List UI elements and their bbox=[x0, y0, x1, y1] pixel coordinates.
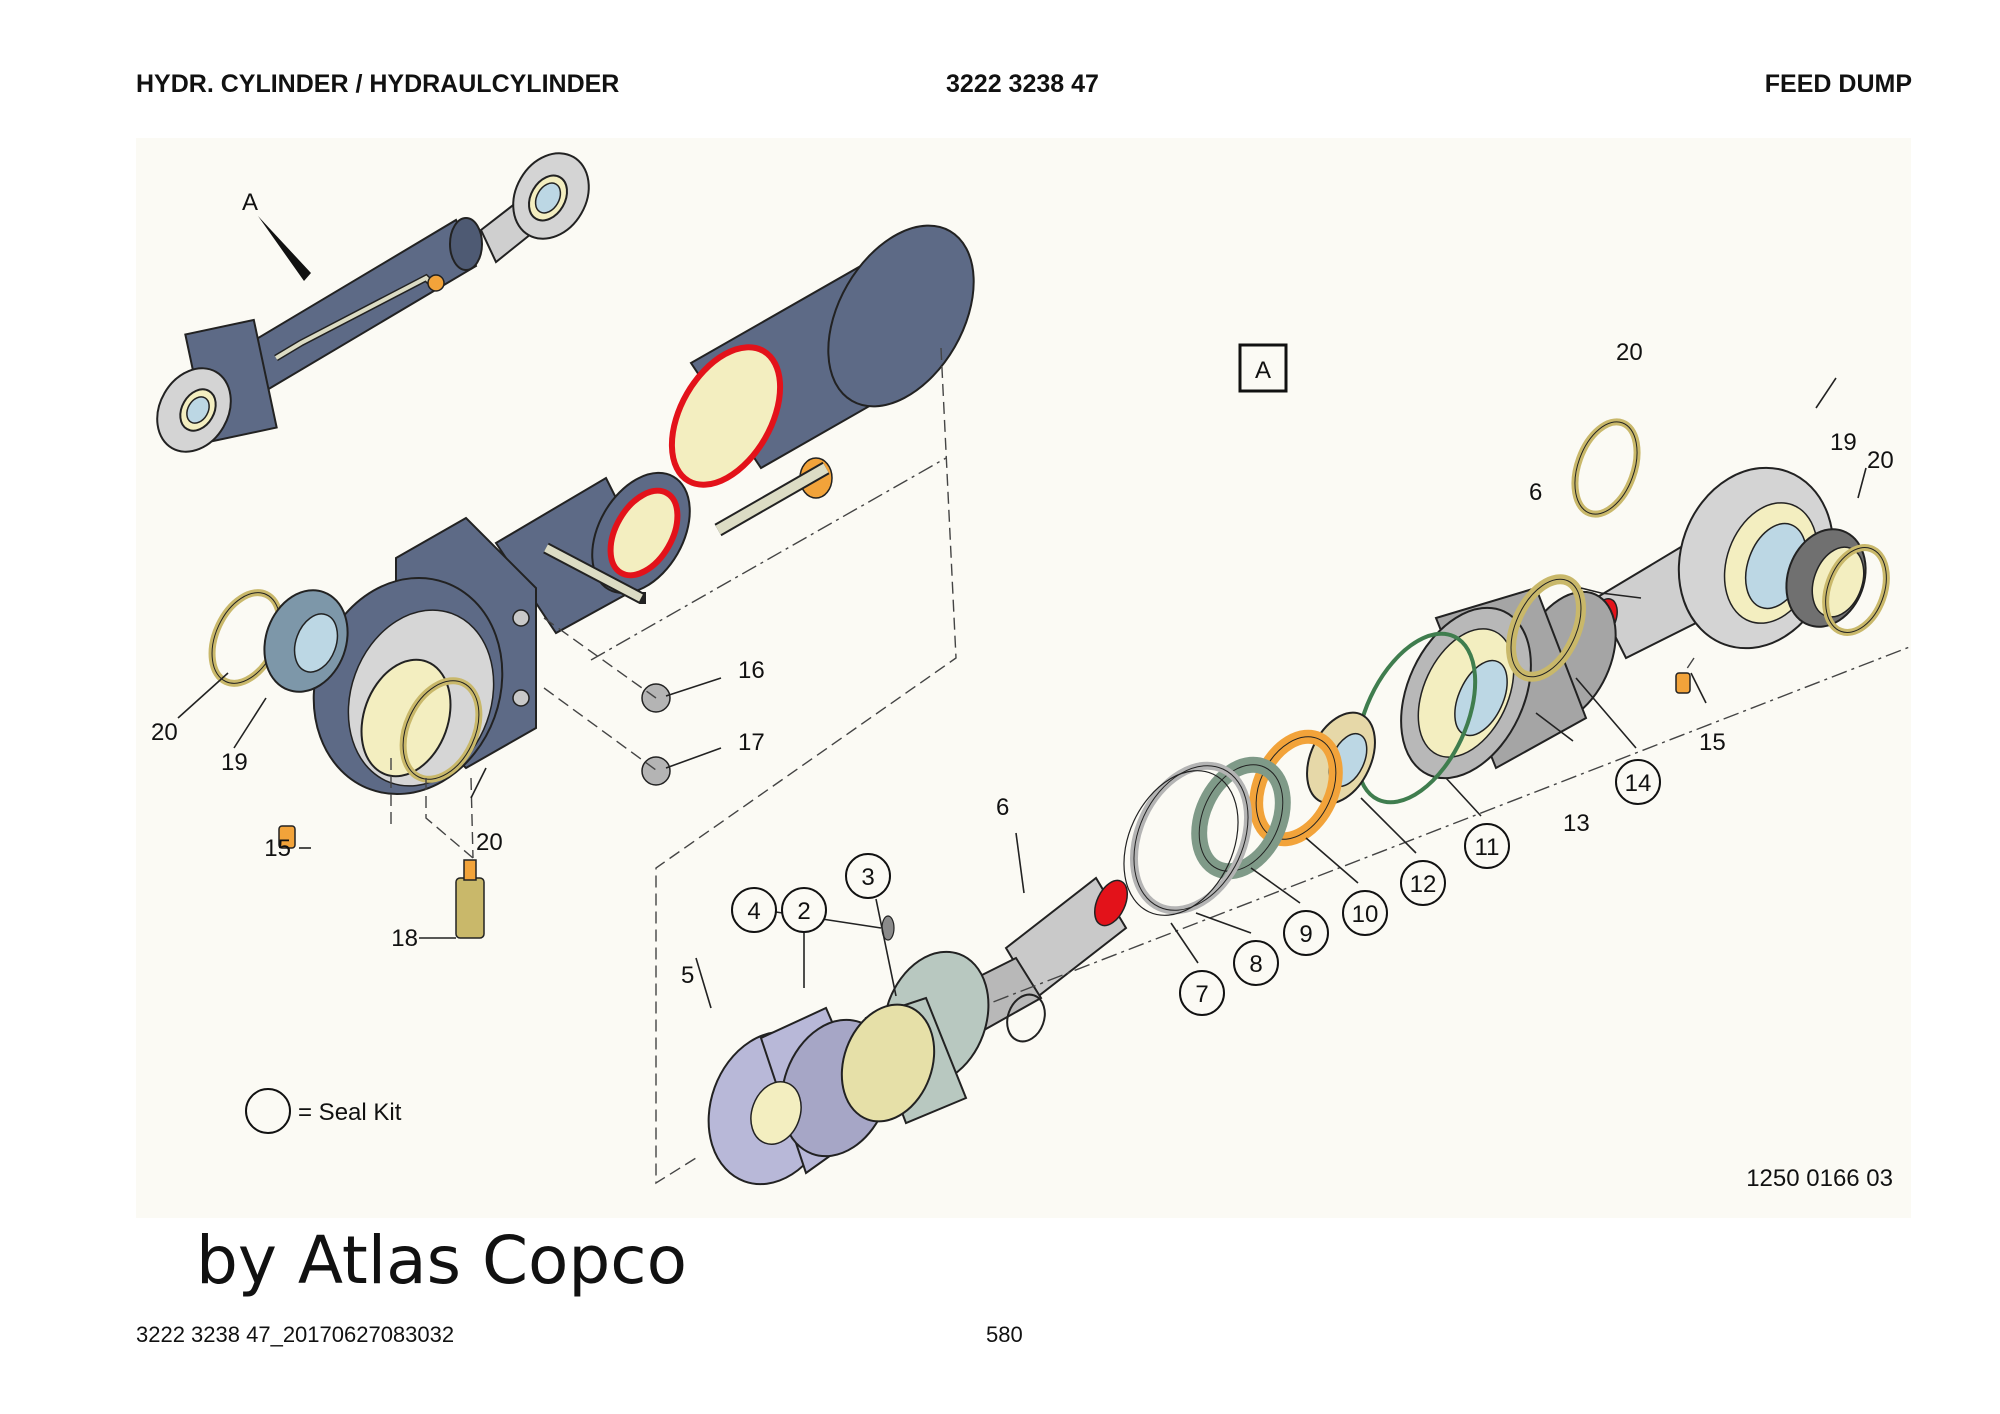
view-marker-label: A bbox=[242, 189, 258, 216]
svg-text:7: 7 bbox=[1195, 981, 1208, 1008]
svg-text:11: 11 bbox=[1475, 834, 1500, 861]
footer-page-number: 580 bbox=[986, 1322, 1023, 1347]
part-label-13: 13 bbox=[1563, 810, 1590, 837]
svg-text:14: 14 bbox=[1625, 770, 1652, 797]
part-label-6-a: 6 bbox=[1529, 479, 1542, 506]
part-label-20-a: 20 bbox=[151, 719, 178, 746]
seal-kit-legend-circle bbox=[245, 1088, 291, 1134]
rod-eye bbox=[1571, 418, 1890, 694]
seal-kit-label-8: 8 bbox=[1195, 912, 1279, 986]
seal-kit-label-12: 12 bbox=[1360, 797, 1446, 906]
section-name: FEED DUMP bbox=[1764, 70, 1912, 98]
part-label-18: 18 bbox=[391, 925, 418, 952]
svg-text:12: 12 bbox=[1410, 871, 1437, 898]
svg-text:4: 4 bbox=[747, 898, 760, 925]
svg-text:8: 8 bbox=[1249, 951, 1262, 978]
exploded-parts-diagram: .thin { stroke: #222; stroke-width: 1.6;… bbox=[136, 138, 1911, 1218]
part-label-5: 5 bbox=[681, 962, 694, 989]
seal-kit-legend-text: = Seal Kit bbox=[298, 1099, 402, 1126]
svg-text:9: 9 bbox=[1299, 921, 1312, 948]
overview-cylinder: A bbox=[156, 152, 590, 453]
footer-doc-id: 3222 3238 47_20170627083032 bbox=[136, 1322, 455, 1347]
seal-kit-label-3: 3 bbox=[845, 853, 897, 997]
document-title: HYDR. CYLINDER / HYDRAULCYLINDER bbox=[136, 70, 620, 98]
diagram-canvas: .thin { stroke: #222; stroke-width: 1.6;… bbox=[151, 152, 1911, 1192]
seal-kit-label-14: 14 bbox=[1575, 677, 1661, 805]
seal-kit-label-10: 10 bbox=[1305, 837, 1388, 936]
seal-kit-label-11: 11 bbox=[1445, 777, 1510, 869]
piston-seals bbox=[1123, 711, 1376, 916]
part-label-6-b: 6 bbox=[996, 794, 1009, 821]
part-label-16: 16 bbox=[738, 657, 765, 684]
part-label-20-c: 20 bbox=[1616, 339, 1643, 366]
part-label-15-a: 15 bbox=[264, 835, 291, 862]
part-label-20-b: 20 bbox=[476, 829, 503, 856]
main-cylinder-tube bbox=[668, 224, 975, 537]
svg-text:10: 10 bbox=[1352, 901, 1379, 928]
part-label-17: 17 bbox=[738, 729, 765, 756]
svg-text:3: 3 bbox=[861, 864, 874, 891]
watermark-text: by Atlas Copco bbox=[196, 1222, 687, 1299]
seal-kit-label-7: 7 bbox=[1170, 922, 1225, 1016]
part-label-19-a: 19 bbox=[221, 749, 248, 776]
seal-kit-legend: = Seal Kit bbox=[245, 1088, 402, 1134]
seal-kit-label-2: 2 bbox=[781, 887, 827, 988]
bearing-and-rings-left bbox=[208, 589, 483, 783]
main-cylinder-body bbox=[312, 471, 691, 796]
cylinder-head bbox=[1354, 574, 1617, 805]
o-ring-3 bbox=[1006, 993, 1046, 1043]
svg-text:2: 2 bbox=[797, 898, 810, 925]
part-label-20-d: 20 bbox=[1867, 447, 1894, 474]
seal-kit-label-9: 9 bbox=[1250, 867, 1329, 956]
piston bbox=[707, 1006, 892, 1186]
part-label-19-b: 19 bbox=[1830, 429, 1857, 456]
detail-a-box-label: A bbox=[1255, 357, 1271, 384]
part-number: 3222 3238 47 bbox=[946, 70, 1099, 98]
drawing-number: 1250 0166 03 bbox=[1746, 1165, 1893, 1192]
part-label-15-b: 15 bbox=[1699, 729, 1726, 756]
detail-a-box bbox=[1238, 343, 1288, 393]
bushing-2 bbox=[840, 950, 990, 1125]
fittings-left bbox=[278, 683, 671, 939]
